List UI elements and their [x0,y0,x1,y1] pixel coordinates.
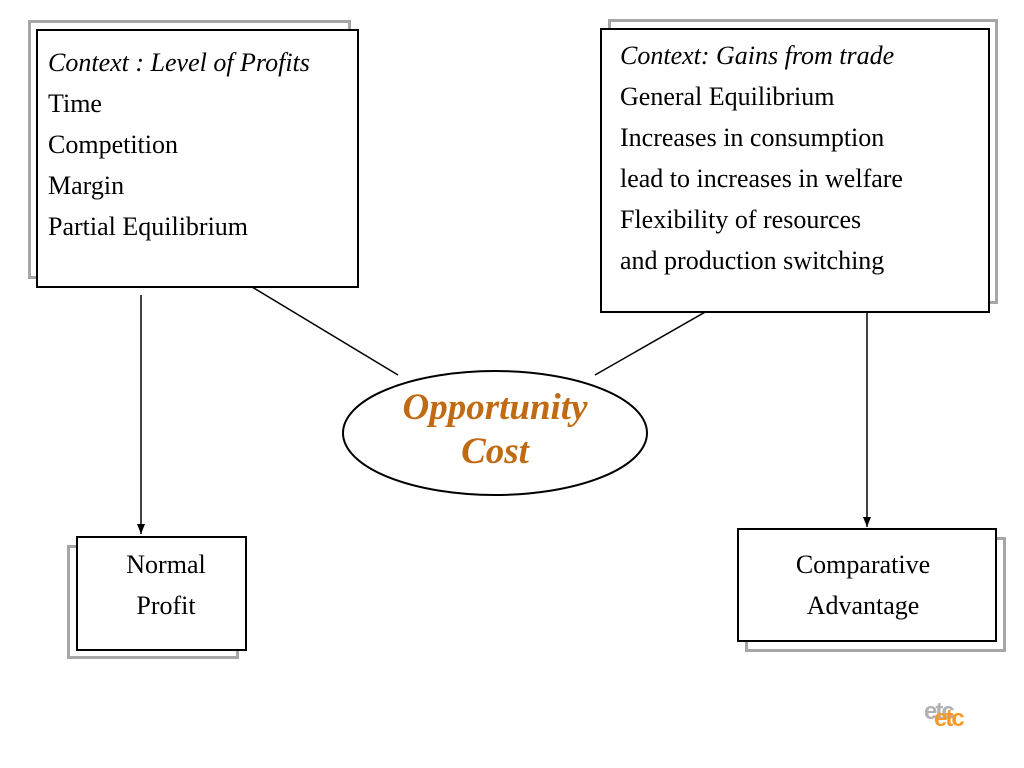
left-item-competition: Competition [48,130,178,159]
left-context-title: Context : Level of Profits [48,48,310,77]
right-item-flexibility: Flexibility of resources [620,205,862,234]
etc-logo-text: etc [934,705,965,732]
left-item-partial-equilibrium: Partial Equilibrium [48,212,249,241]
normal-profit-text: Normal Profit [76,544,256,626]
left-context-box [36,29,359,288]
opportunity-cost-line-2: Cost [461,431,529,472]
right-item-welfare: lead to increases in welfare [620,164,903,193]
left-item-margin: Margin [48,171,125,200]
opportunity-cost-oval [342,370,648,496]
right-item-general-equilibrium: General Equilibrium [620,82,835,111]
right-context-box [600,28,990,313]
etc-logo-shadow-text: etc [924,698,955,725]
comparative-advantage-line-2: Advantage [806,591,920,620]
right-context-text: Context: Gains from trade General Equili… [620,35,903,281]
right-item-consumption: Increases in consumption [620,123,885,152]
left-context-text: Context : Level of Profits Time Competit… [48,42,310,247]
left-item-time: Time [48,89,102,118]
normal-profit-line-1: Normal [126,550,206,579]
right-item-production-switching: and production switching [620,246,885,275]
opportunity-cost-label: Opportunity Cost [350,386,640,474]
normal-profit-box [76,536,247,651]
right-context-title: Context: Gains from trade [620,41,895,70]
comparative-advantage-text: Comparative Advantage [737,544,989,626]
comparative-advantage-line-1: Comparative [795,550,931,579]
comparative-advantage-box [737,528,997,642]
normal-profit-line-2: Profit [136,591,196,620]
opportunity-cost-line-1: Opportunity [402,387,588,428]
